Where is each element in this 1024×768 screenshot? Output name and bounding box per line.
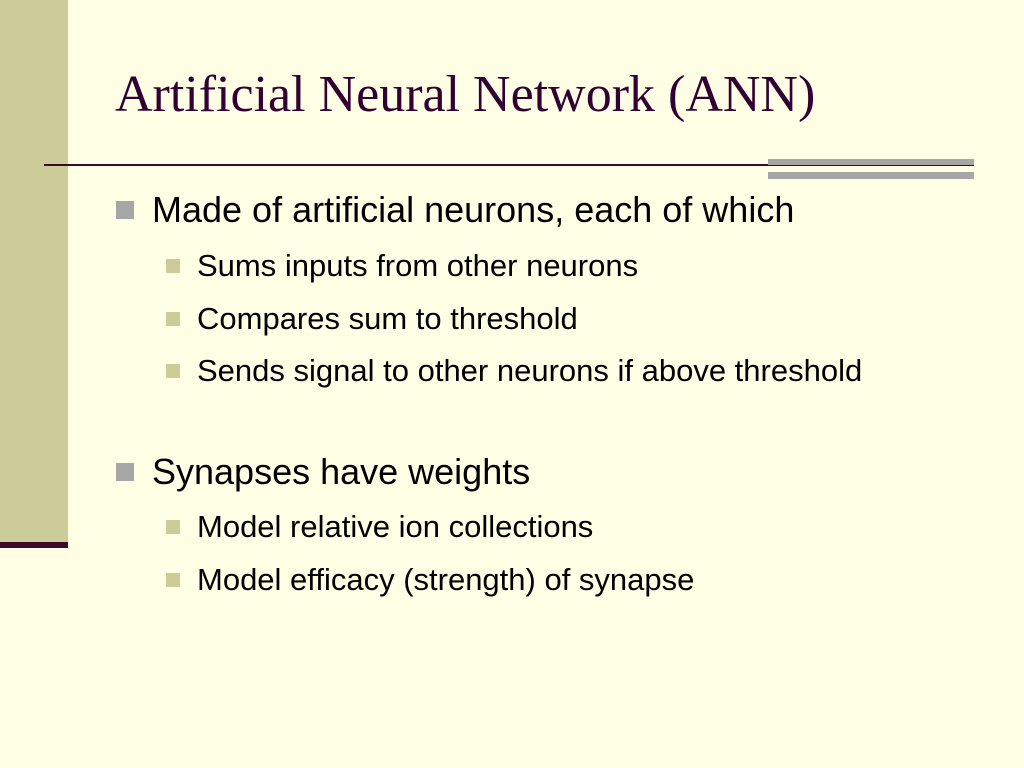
slide-title: Artificial Neural Network (ANN) (115, 66, 816, 123)
bullet-item: Synapses have weights (152, 451, 531, 492)
bullet-item: Made of artificial neurons, each of whic… (152, 189, 795, 230)
sub-bullet-item: Model efficacy (strength) of synapse (197, 562, 695, 597)
title-divider (44, 164, 974, 166)
square-bullet-icon (166, 573, 180, 587)
sub-bullet-item: Model relative ion collections (197, 509, 594, 544)
divider-accent-bottom (768, 172, 974, 179)
square-bullet-icon (166, 259, 180, 273)
square-bullet-icon (116, 201, 134, 219)
square-bullet-icon (166, 312, 180, 326)
left-sidebar-decoration (0, 0, 68, 548)
square-bullet-icon (166, 364, 180, 378)
square-bullet-icon (166, 520, 180, 534)
square-bullet-icon (116, 463, 134, 481)
sub-bullet-item: Sends signal to other neurons if above t… (197, 353, 863, 388)
sub-bullet-item: Compares sum to threshold (197, 301, 578, 336)
divider-accent-top (768, 159, 974, 165)
sub-bullet-item: Sums inputs from other neurons (197, 248, 639, 283)
sidebar-accent-line (0, 542, 68, 548)
